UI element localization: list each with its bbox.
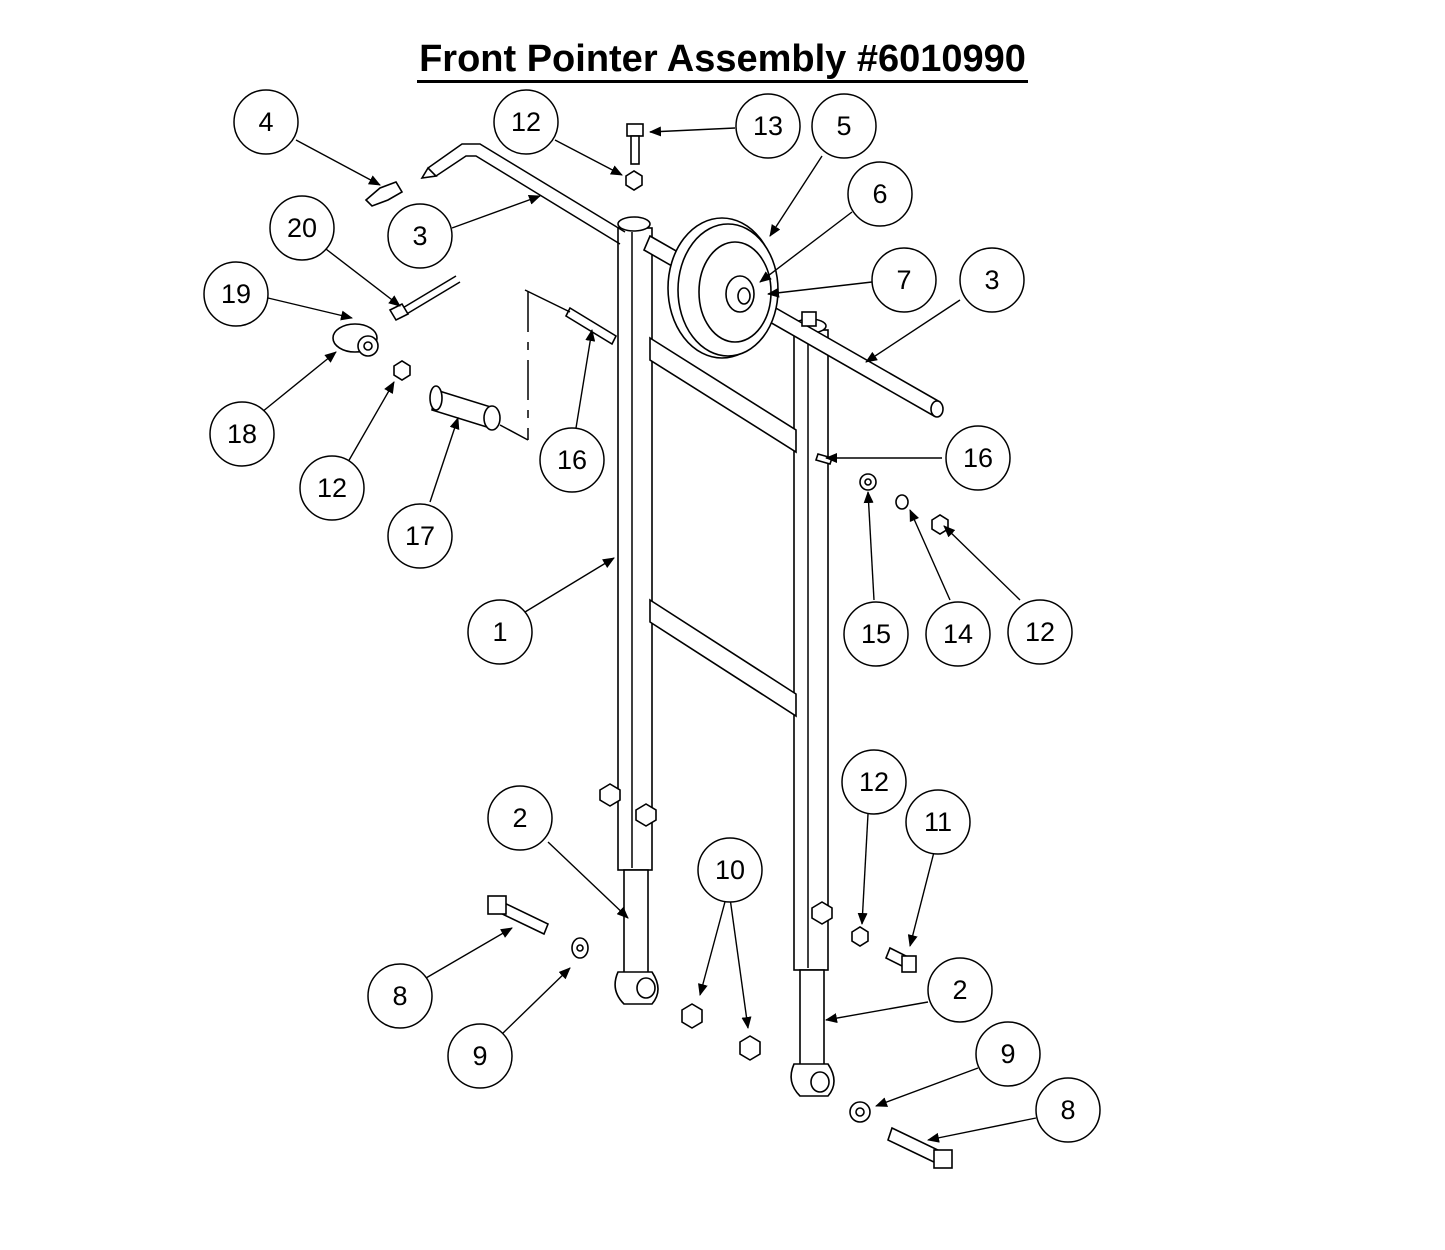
post-bolt xyxy=(599,783,621,807)
callout-label: 3 xyxy=(412,221,427,251)
callout-13: 13 xyxy=(735,93,801,159)
callout-6: 6 xyxy=(847,161,913,227)
callout-1: 1 xyxy=(467,599,533,665)
callout-label: 20 xyxy=(287,213,317,243)
title-text: Front Pointer Assembly #6010990 xyxy=(417,38,1028,83)
lower-crossbar xyxy=(649,598,797,718)
leg-parts xyxy=(614,869,835,1097)
upper-crossbar xyxy=(649,336,797,454)
callout-16: 16 xyxy=(945,425,1011,491)
callout-label: 12 xyxy=(859,767,889,797)
callout-18: 18 xyxy=(209,401,275,467)
callout-4: 4 xyxy=(233,89,299,155)
callout-label: 12 xyxy=(317,473,347,503)
callout-3: 3 xyxy=(959,247,1025,313)
callout-8: 8 xyxy=(1035,1077,1101,1143)
callout-label: 12 xyxy=(1025,617,1055,647)
callout-9: 9 xyxy=(447,1023,513,1089)
callout-label: 8 xyxy=(392,981,407,1011)
callout-label: 1 xyxy=(492,617,507,647)
callout-label: 2 xyxy=(952,975,967,1005)
callout-label: 3 xyxy=(984,265,999,295)
left-post xyxy=(617,227,653,871)
leader-lines xyxy=(261,126,1037,1143)
callout-label: 16 xyxy=(557,445,587,475)
callout-5: 5 xyxy=(811,93,877,159)
callout-label: 2 xyxy=(512,803,527,833)
callout-15: 15 xyxy=(843,601,909,667)
callout-label: 4 xyxy=(258,107,273,137)
callout-19: 19 xyxy=(203,261,269,327)
callout-9: 9 xyxy=(975,1021,1041,1087)
callout-label: 13 xyxy=(753,111,783,141)
bolt-13-head xyxy=(626,123,644,137)
callout-10: 10 xyxy=(697,837,763,903)
callout-8: 8 xyxy=(367,963,433,1029)
callout-label: 10 xyxy=(715,855,745,885)
callout-label: 8 xyxy=(1060,1095,1075,1125)
callout-label: 16 xyxy=(963,443,993,473)
callout-7: 7 xyxy=(871,247,937,313)
callout-17: 17 xyxy=(387,503,453,569)
wheel-part xyxy=(667,217,779,359)
callout-label: 9 xyxy=(1000,1039,1015,1069)
small-hardware xyxy=(332,123,953,1169)
callout-label: 15 xyxy=(861,619,891,649)
callout-label: 5 xyxy=(836,111,851,141)
callout-12: 12 xyxy=(841,749,907,815)
left-leg xyxy=(623,869,649,983)
callout-label: 12 xyxy=(511,107,541,137)
callout-label: 14 xyxy=(943,619,973,649)
callout-label: 11 xyxy=(924,807,952,837)
callout-label: 9 xyxy=(472,1041,487,1071)
post-bolt xyxy=(811,901,833,925)
right-leg xyxy=(799,969,825,1071)
post-bolt xyxy=(635,803,657,827)
right-post xyxy=(793,329,829,971)
callout-label: 7 xyxy=(896,265,911,295)
callout-12: 12 xyxy=(1007,599,1073,665)
callout-11: 11 xyxy=(905,789,971,855)
callout-label: 19 xyxy=(221,279,251,309)
callout-label: 17 xyxy=(405,521,435,551)
callout-16: 16 xyxy=(539,427,605,493)
callout-label: 6 xyxy=(872,179,887,209)
callout-20: 20 xyxy=(269,195,335,261)
callout-12: 12 xyxy=(493,89,559,155)
callout-3: 3 xyxy=(387,203,453,269)
diagram-title: Front Pointer Assembly #6010990 xyxy=(0,38,1445,83)
callout-2: 2 xyxy=(487,785,553,851)
callout-label: 18 xyxy=(227,419,257,449)
callout-2: 2 xyxy=(927,957,993,1023)
callout-12: 12 xyxy=(299,455,365,521)
callout-14: 14 xyxy=(925,601,991,667)
